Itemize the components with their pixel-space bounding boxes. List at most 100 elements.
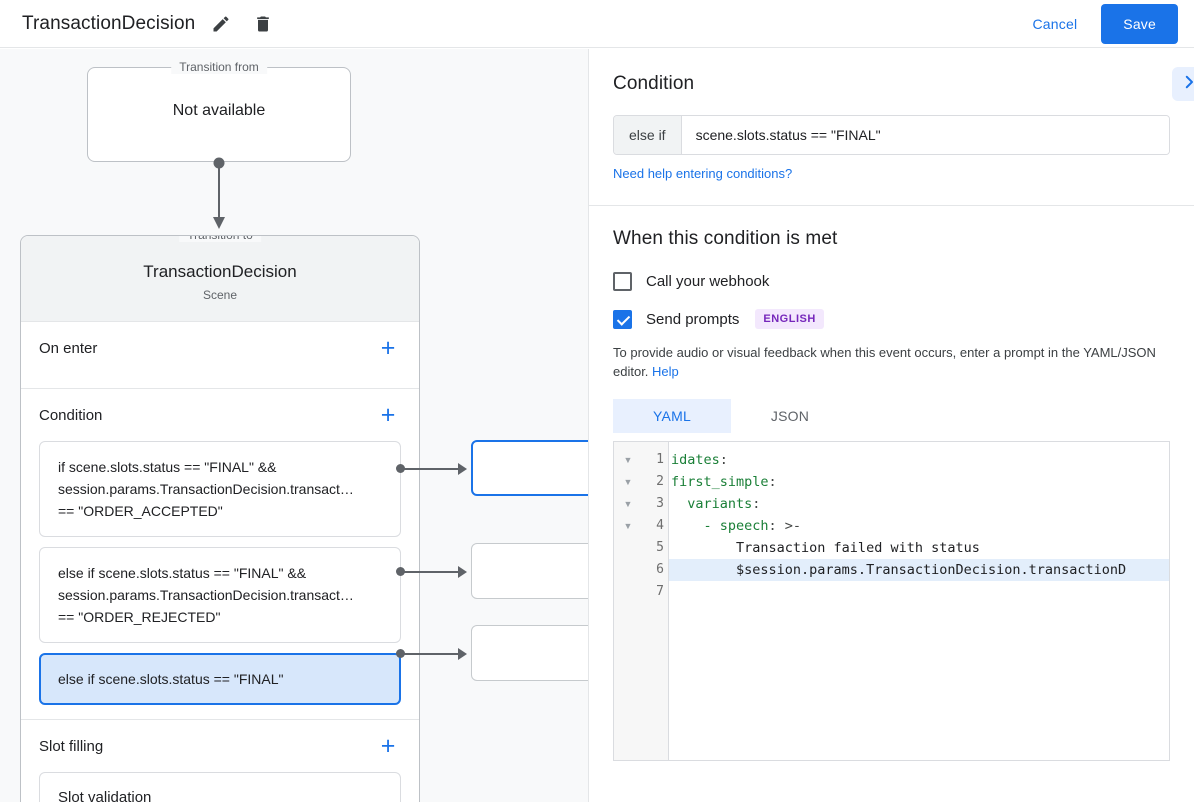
code-line-number: 1 — [656, 452, 664, 467]
code-fold-spacer — [614, 581, 642, 603]
delete-button[interactable] — [247, 8, 279, 40]
add-condition-button[interactable]: + — [380, 400, 396, 429]
code-fold-gutter[interactable]: ▼ ▼ ▼ ▼ — [614, 442, 642, 760]
editor-format-tabs: YAML JSON — [613, 399, 1170, 433]
condition-line: session.params.TransactionDecision.trans… — [58, 481, 354, 497]
code-line[interactable]: first_simple: — [671, 474, 777, 490]
edge-line-2 — [400, 571, 460, 573]
transition-target-box[interactable] — [471, 625, 588, 681]
save-button[interactable]: Save — [1101, 3, 1178, 44]
tab-json[interactable]: JSON — [770, 408, 810, 424]
tab-yaml[interactable]: YAML — [613, 399, 731, 433]
code-fold-toggle[interactable]: ▼ — [623, 455, 633, 465]
condition-line: else if scene.slots.status == "FINAL" — [58, 671, 284, 687]
trash-icon — [253, 14, 273, 34]
cancel-button[interactable]: Cancel — [1019, 7, 1092, 41]
flow-connector-arrow — [213, 157, 225, 229]
section-condition: Condition + if scene.slots.status == "FI… — [21, 389, 419, 720]
webhook-row[interactable]: Call your webhook — [613, 272, 1170, 291]
on-enter-title: On enter — [39, 339, 98, 357]
code-line-number: 4 — [656, 518, 664, 533]
prompts-help-text: To provide audio or visual feedback when… — [613, 343, 1169, 381]
condition-detail-panel: Condition else if Need help entering con… — [588, 49, 1194, 802]
condition-input-row[interactable]: else if — [613, 115, 1170, 155]
code-line[interactable]: Transaction failed with status — [671, 540, 980, 556]
code-line-number: 2 — [656, 474, 664, 489]
section-on-enter: On enter + — [21, 322, 419, 389]
condition-list-item[interactable]: if scene.slots.status == "FINAL" && sess… — [39, 441, 401, 537]
header-actions: Cancel Save — [1019, 3, 1194, 44]
chevron-right-icon — [1180, 73, 1194, 96]
pencil-icon — [211, 14, 231, 34]
condition-header: Condition + — [39, 389, 401, 441]
section-slot-filling: Slot filling + Slot validation — [21, 720, 419, 802]
condition-line: == "ORDER_REJECTED" — [58, 609, 221, 625]
condition-title: Condition — [39, 406, 103, 424]
condition-line: if scene.slots.status == "FINAL" && — [58, 459, 277, 475]
edge-line-1 — [400, 468, 460, 470]
condition-line: session.params.TransactionDecision.trans… — [58, 587, 354, 603]
code-line-number-gutter: 1 2 3 4 5 6 7 — [642, 442, 669, 760]
condition-list-item-selected[interactable]: else if scene.slots.status == "FINAL" — [39, 653, 401, 705]
condition-prefix-label: else if — [614, 116, 682, 154]
code-line-number: 5 — [656, 540, 664, 555]
code-fold-spacer — [614, 559, 642, 581]
when-condition-met-section: When this condition is met Call your web… — [589, 206, 1194, 761]
prompts-help-link[interactable]: Help — [652, 364, 679, 379]
code-line[interactable]: idates: — [671, 452, 728, 468]
code-fold-spacer — [614, 537, 642, 559]
condition-line: == "ORDER_ACCEPTED" — [58, 503, 223, 519]
expand-panel-button[interactable] — [1172, 67, 1194, 101]
slot-validation-item[interactable]: Slot validation — [39, 772, 401, 802]
add-on-enter-button[interactable]: + — [380, 333, 396, 362]
edge-line-3 — [400, 653, 460, 655]
call-webhook-label: Call your webhook — [646, 273, 770, 290]
when-met-heading: When this condition is met — [613, 228, 838, 249]
edge-arrow-2 — [458, 566, 467, 578]
code-fold-toggle[interactable]: ▼ — [623, 477, 633, 487]
add-slot-filling-button[interactable]: + — [380, 731, 396, 760]
send-prompts-row[interactable]: Send prompts ENGLISH — [613, 309, 1170, 329]
transition-to-legend: Transition to — [179, 236, 261, 242]
code-fold-toggle[interactable]: ▼ — [623, 521, 633, 531]
yaml-code-editor[interactable]: ▼ ▼ ▼ ▼ 1 2 3 4 5 6 7 idates: first_simple: varian… — [613, 441, 1170, 761]
edge-arrow-3 — [458, 648, 467, 660]
scene-type-label: Scene — [202, 287, 238, 302]
app-header: TransactionDecision Cancel Save — [0, 0, 1194, 48]
transition-from-card: Transition from Not available — [87, 60, 351, 162]
language-badge: ENGLISH — [755, 309, 824, 329]
code-line[interactable]: $session.params.TransactionDecision.tran… — [669, 559, 1169, 581]
code-content-area[interactable]: idates: first_simple: variants: - speech:… — [669, 442, 1169, 760]
prompts-help-text-body: To provide audio or visual feedback when… — [613, 345, 1156, 379]
code-line[interactable] — [669, 581, 1169, 603]
code-line[interactable]: - speech: >- — [703, 518, 802, 534]
code-line-number: 3 — [656, 496, 664, 511]
condition-help-link[interactable]: Need help entering conditions? — [613, 166, 793, 181]
transition-from-value: Not available — [172, 101, 266, 119]
condition-section: Condition else if Need help entering con… — [589, 49, 1194, 206]
transition-from-legend: Transition from — [171, 60, 267, 74]
code-line-number: 7 — [656, 584, 664, 599]
code-line[interactable]: variants: — [687, 496, 761, 512]
scene-header[interactable]: TransactionDecision Scene — [21, 236, 419, 322]
edit-name-button[interactable] — [205, 8, 237, 40]
on-enter-header: On enter + — [39, 322, 401, 374]
condition-expression-input[interactable] — [681, 116, 1169, 154]
slot-filling-header: Slot filling + — [39, 720, 401, 772]
send-prompts-label: Send prompts — [646, 310, 740, 328]
scene-graph-canvas[interactable]: Transition from Not available Transition… — [0, 49, 588, 802]
condition-line: else if scene.slots.status == "FINAL" && — [58, 565, 307, 581]
code-line-number: 6 — [656, 562, 664, 577]
condition-list-item[interactable]: else if scene.slots.status == "FINAL" &&… — [39, 547, 401, 643]
send-prompts-checkbox[interactable] — [613, 309, 632, 329]
slot-filling-title: Slot filling — [39, 737, 104, 755]
edge-arrow-1 — [458, 463, 467, 475]
transition-target-box[interactable] — [471, 543, 588, 599]
scene-name: TransactionDecision — [143, 261, 297, 281]
code-fold-toggle[interactable]: ▼ — [623, 499, 633, 509]
call-webhook-checkbox[interactable] — [613, 272, 632, 291]
condition-heading: Condition — [613, 73, 695, 94]
transition-target-box-selected[interactable] — [471, 440, 588, 496]
transition-to-card: Transition to TransactionDecision Scene … — [20, 235, 420, 802]
page-title: TransactionDecision — [22, 12, 196, 34]
